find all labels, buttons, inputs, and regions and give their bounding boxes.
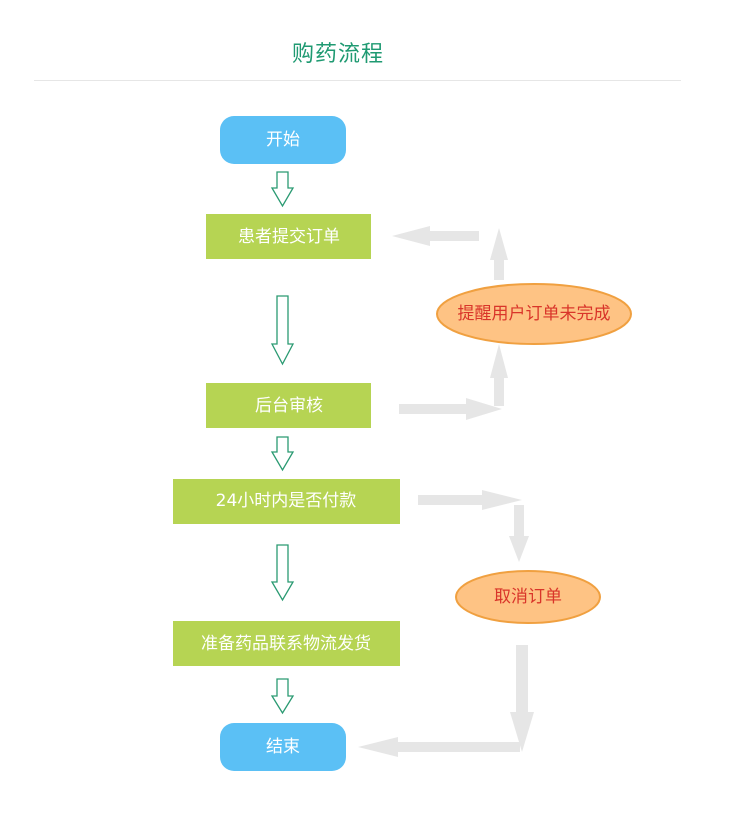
payment-check-node: 24小时内是否付款 xyxy=(173,479,400,524)
flow-arrow-submit-review xyxy=(270,295,295,366)
side-arrow-to-submit xyxy=(392,226,479,246)
review-node: 后台审核 xyxy=(206,383,371,428)
cancel-node: 取消订单 xyxy=(455,570,601,624)
diagram-title: 购药流程 xyxy=(291,42,384,67)
start-node: 开始 xyxy=(220,116,346,164)
flow-arrow-ship-end xyxy=(270,678,295,715)
cancel-label: 取消订单 xyxy=(494,587,562,607)
review-label: 后台审核 xyxy=(255,396,323,416)
side-arrow-up-to-remind xyxy=(490,344,508,406)
start-label: 开始 xyxy=(266,130,300,150)
end-label: 结束 xyxy=(266,737,300,757)
flow-arrow-review-payment xyxy=(270,436,295,472)
ship-node: 准备药品联系物流发货 xyxy=(173,621,400,666)
side-arrow-payment-right xyxy=(418,490,522,510)
submit-order-label: 患者提交订单 xyxy=(238,227,340,247)
payment-check-label: 24小时内是否付款 xyxy=(216,491,357,511)
side-arrow-review-right xyxy=(399,398,502,420)
remind-node: 提醒用户订单未完成 xyxy=(436,283,632,345)
flow-arrow-start-submit xyxy=(270,171,295,208)
side-arrow-down-to-cancel xyxy=(509,505,529,562)
title-divider xyxy=(34,80,681,81)
end-node: 结束 xyxy=(220,723,346,771)
side-arrow-to-end xyxy=(358,737,520,757)
ship-label: 准备药品联系物流发货 xyxy=(201,634,371,654)
remind-label: 提醒用户订单未完成 xyxy=(458,304,611,324)
side-arrow-cancel-down xyxy=(510,645,534,752)
submit-order-node: 患者提交订单 xyxy=(206,214,371,259)
flow-arrow-payment-ship xyxy=(270,544,295,602)
side-arrow-remind-up xyxy=(490,228,508,280)
